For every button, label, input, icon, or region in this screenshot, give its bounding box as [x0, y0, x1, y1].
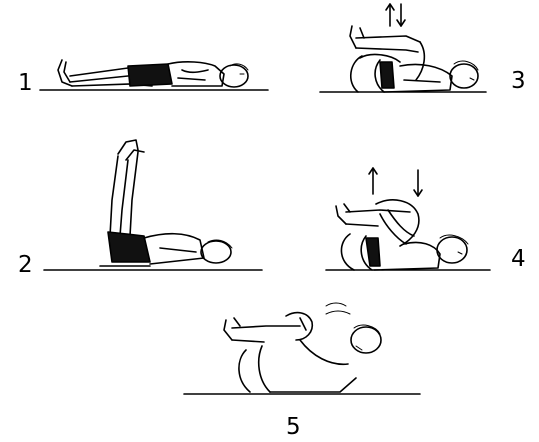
- head-3: [449, 63, 479, 89]
- step-number-3: 3: [511, 68, 526, 94]
- figure-3-knees-bent: [319, 3, 487, 93]
- feet-3: [349, 25, 357, 49]
- head-5: [350, 326, 382, 354]
- feet-1: [57, 59, 73, 87]
- figure-1-lying-flat: [39, 59, 269, 91]
- feet-2: [117, 139, 139, 155]
- shorts-3: [379, 61, 395, 89]
- head-1: [219, 64, 249, 88]
- step-number-5: 5: [286, 414, 301, 440]
- shorts-1: [127, 63, 173, 87]
- head-2: [200, 240, 232, 264]
- figure-2-legs-raised: [43, 139, 263, 271]
- step-number-2: 2: [18, 252, 33, 278]
- figure-5-curl: [183, 302, 421, 395]
- figure-4-hug-knees: [325, 167, 491, 271]
- feet-4: [335, 205, 347, 225]
- feet-5: [223, 319, 233, 341]
- step-number-4: 4: [511, 246, 526, 272]
- motion-marks-5: [325, 302, 347, 307]
- step-number-1: 1: [18, 70, 33, 96]
- shorts-4: [365, 237, 381, 267]
- head-4: [436, 236, 468, 264]
- shorts-2: [107, 231, 151, 263]
